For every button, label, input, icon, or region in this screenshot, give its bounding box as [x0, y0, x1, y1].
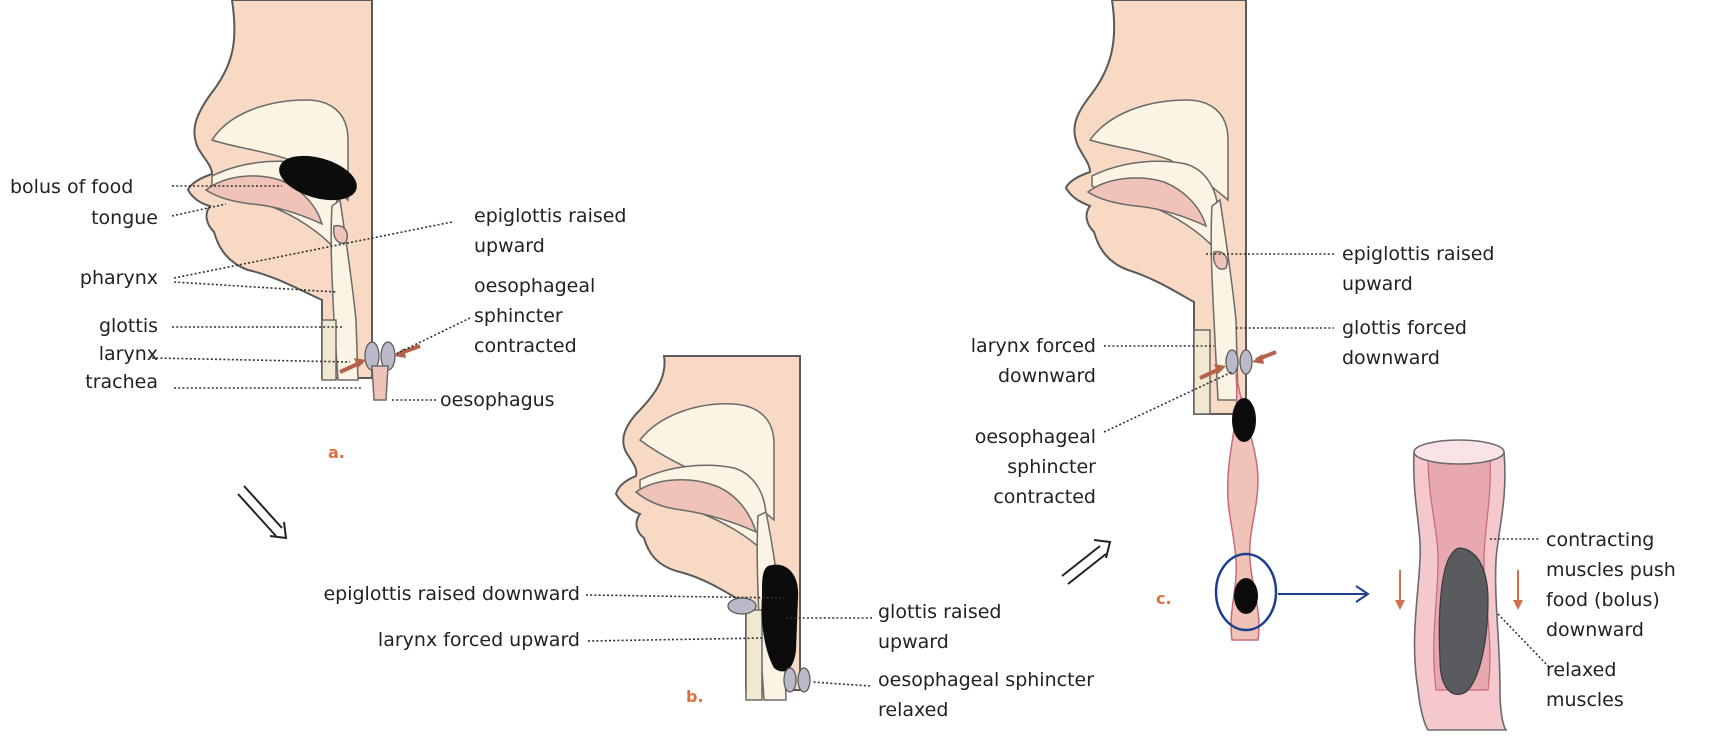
panel-b-illustration [616, 356, 810, 700]
label-glottis-forced-line2: downward [1342, 347, 1440, 369]
label-glottis-raised-line2: upward [878, 631, 949, 653]
label-sphincter-c-line3: contracted [993, 486, 1096, 508]
label-sphincter-a-line2: sphincter [474, 305, 563, 327]
label-trachea: trachea [85, 371, 158, 393]
label-sphincter-a-line3: contracted [474, 335, 577, 357]
label-relaxed-line1: relaxed [1546, 659, 1616, 681]
label-epiglottis-raised-downward: epiglottis raised downward [323, 583, 580, 605]
label-bolus-of-food: bolus of food [10, 176, 133, 198]
panel-b-sphincter-right [798, 668, 810, 692]
panel-b-labels: epiglottis raised downward larynx forced… [323, 583, 1094, 721]
panel-b-sphincter-left [784, 668, 796, 692]
panel-c-bolus-lower [1234, 578, 1258, 614]
label-epiglottis-raised-c-line2: upward [1342, 273, 1413, 295]
label-contracting-line3: food (bolus) [1546, 589, 1660, 611]
label-epiglottis-raised-a-line1: epiglottis raised [474, 205, 627, 227]
label-glottis-raised-line1: glottis raised [878, 601, 1001, 623]
zoom-arrow-icon [1278, 586, 1368, 602]
double-arrow-down-right-icon [238, 486, 286, 538]
double-arrow-up-right-icon [1062, 540, 1110, 584]
label-contracting-line2: muscles push [1546, 559, 1676, 581]
panel-a-oesophagus [372, 366, 388, 400]
label-epiglottis-raised-a-line2: upward [474, 235, 545, 257]
label-larynx-forced-line2: downward [998, 365, 1096, 387]
detail-top-opening [1414, 440, 1504, 464]
label-relaxed-line2: muscles [1546, 689, 1624, 711]
label-sphincter-a-line1: oesophageal [474, 275, 595, 297]
panel-a-tag: a. [328, 443, 345, 462]
label-larynx-forced-line1: larynx forced [971, 335, 1096, 357]
detail-red-arrow-left-head [1395, 600, 1405, 610]
label-sphincter-relaxed-line1: oesophageal sphincter [878, 669, 1094, 691]
detail-red-arrow-right-head [1513, 600, 1523, 610]
label-sphincter-relaxed-line2: relaxed [878, 699, 948, 721]
label-pharynx: pharynx [80, 267, 158, 289]
panel-b-tag: b. [686, 687, 704, 706]
label-contracting-line1: contracting [1546, 529, 1654, 551]
label-glottis: glottis [99, 315, 158, 337]
panel-b-epiglottis [728, 598, 756, 614]
panel-c-red-arrow-right-head [1252, 354, 1264, 364]
label-contracting-line4: downward [1546, 619, 1644, 641]
panel-c-tag: c. [1156, 589, 1172, 608]
label-epiglottis-raised-c-line1: epiglottis raised [1342, 243, 1495, 265]
panel-b-trachea [746, 610, 762, 700]
panel-a-illustration [188, 0, 420, 400]
panel-a-trachea [322, 320, 336, 380]
label-sphincter-c-line1: oesophageal [975, 426, 1096, 448]
panel-c-trachea [1194, 330, 1210, 414]
panel-c-sphincter-left [1226, 350, 1238, 374]
detail-labels: contracting muscles push food (bolus) do… [1546, 529, 1676, 711]
label-oesophagus: oesophagus [440, 389, 555, 411]
panel-c-illustration [1066, 0, 1276, 640]
label-larynx: larynx [99, 343, 158, 365]
label-larynx-forced-upward: larynx forced upward [378, 629, 580, 651]
label-glottis-forced-line1: glottis forced [1342, 317, 1467, 339]
detail-illustration [1395, 440, 1523, 730]
panel-c-bolus-upper [1232, 398, 1256, 442]
label-tongue: tongue [91, 207, 158, 229]
label-sphincter-c-line2: sphincter [1007, 456, 1096, 478]
panel-c-sphincter-right [1240, 350, 1252, 374]
